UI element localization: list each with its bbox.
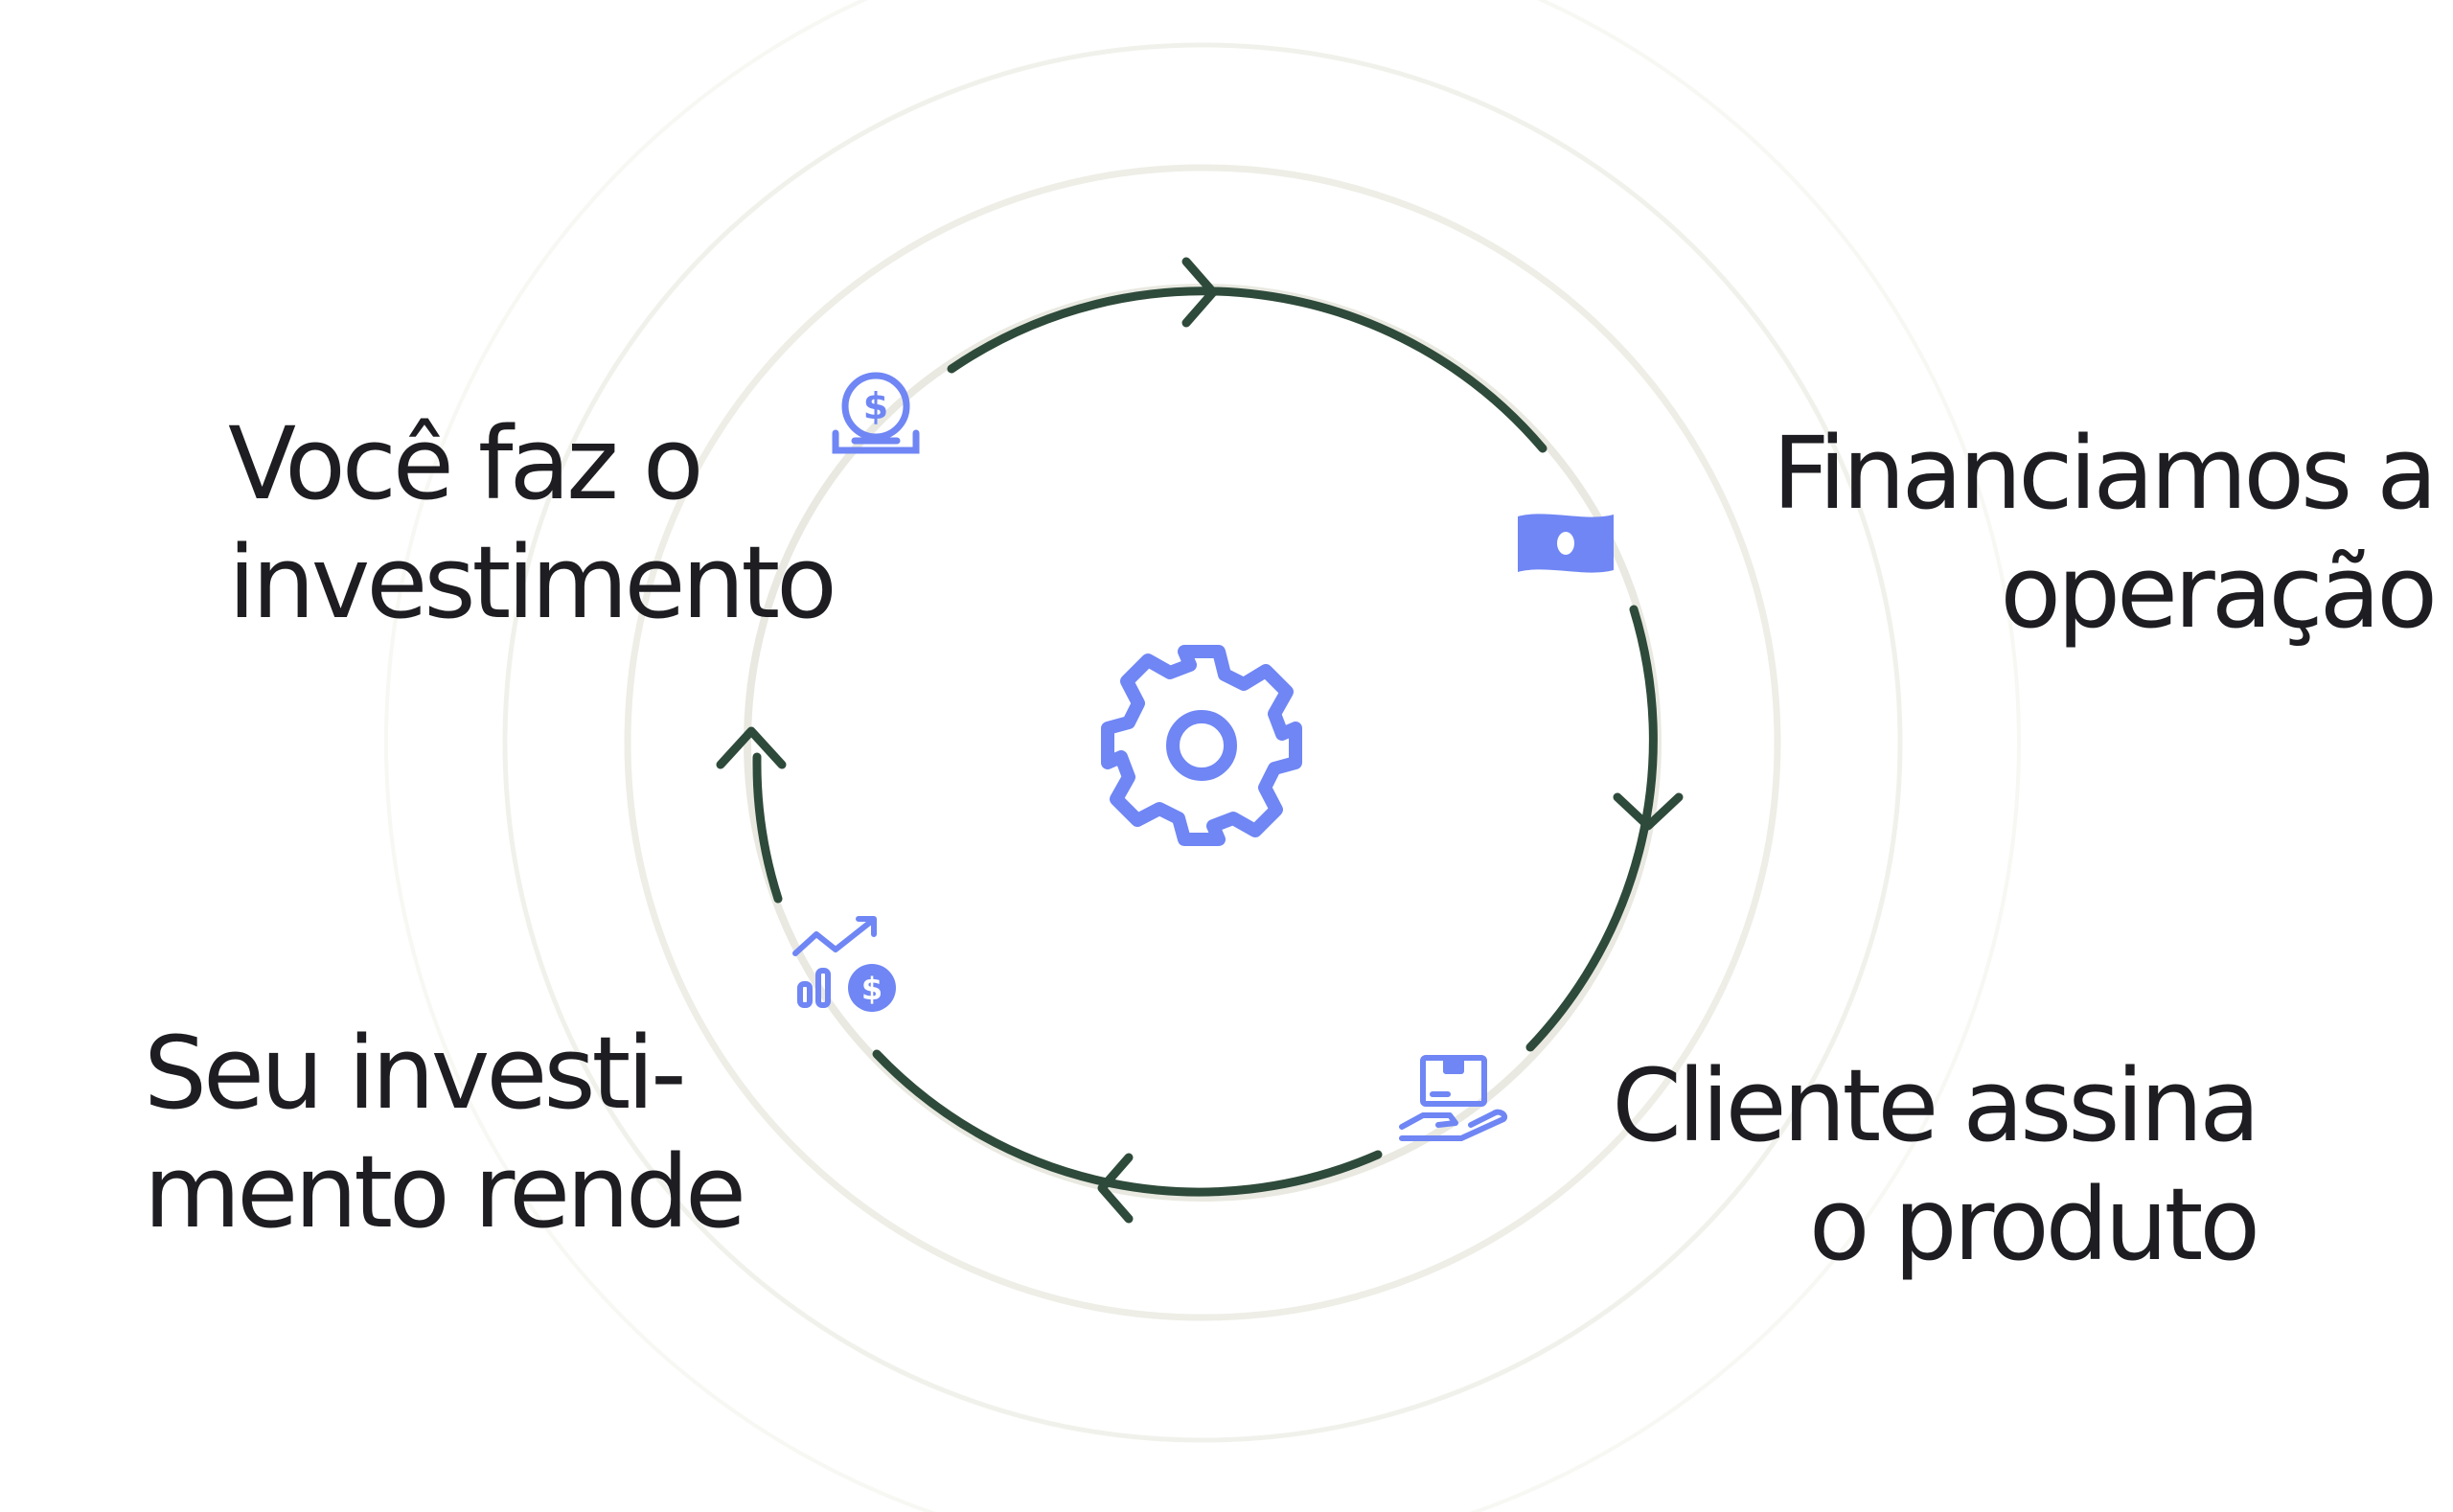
outer-ring-faint (384, 0, 2021, 1512)
step-label-finance-line1: Financiamos a (1772, 415, 2438, 532)
growth-chart-dollar-icon: $ (792, 916, 896, 1012)
outer-ring (502, 42, 1903, 1443)
banknote-icon (1518, 514, 1614, 573)
hand-box-icon (1399, 1055, 1507, 1141)
arc-left (752, 752, 783, 904)
coin-dollar-icon: $ (832, 372, 920, 454)
background-rings (384, 0, 2021, 1512)
gear-icon (1101, 645, 1302, 846)
arc-right (1525, 605, 1658, 1052)
arrowhead-bottom (1097, 1153, 1134, 1224)
step-label-client-line2: o produto (1808, 1166, 2260, 1283)
arrowhead-left (716, 726, 787, 769)
step-label-finance: Financiamos a operação (1772, 414, 2438, 652)
step-label-client-line1: Cliente assina (1612, 1047, 2260, 1164)
cycle-arrows (716, 257, 1684, 1224)
svg-text:$: $ (861, 971, 883, 1007)
step-label-return-line2: mento rende (144, 1134, 746, 1250)
step-label-finance-line2: operação (2000, 534, 2438, 651)
step-label-client: Cliente assina o produto (1612, 1046, 2260, 1284)
step-label-return: Seu investi- mento rende (144, 1014, 746, 1251)
arc-top (947, 286, 1547, 453)
arrowhead-top (1181, 257, 1218, 328)
arrowhead-right (1613, 792, 1684, 831)
step-label-invest: Você faz o investimento (228, 404, 837, 642)
svg-text:$: $ (863, 385, 888, 427)
step-label-invest-line2: investimento (228, 524, 837, 641)
step-label-invest-line1: Você faz o (228, 405, 704, 522)
step-label-return-line1: Seu investi- (144, 1015, 687, 1132)
middle-ring (624, 164, 1781, 1321)
